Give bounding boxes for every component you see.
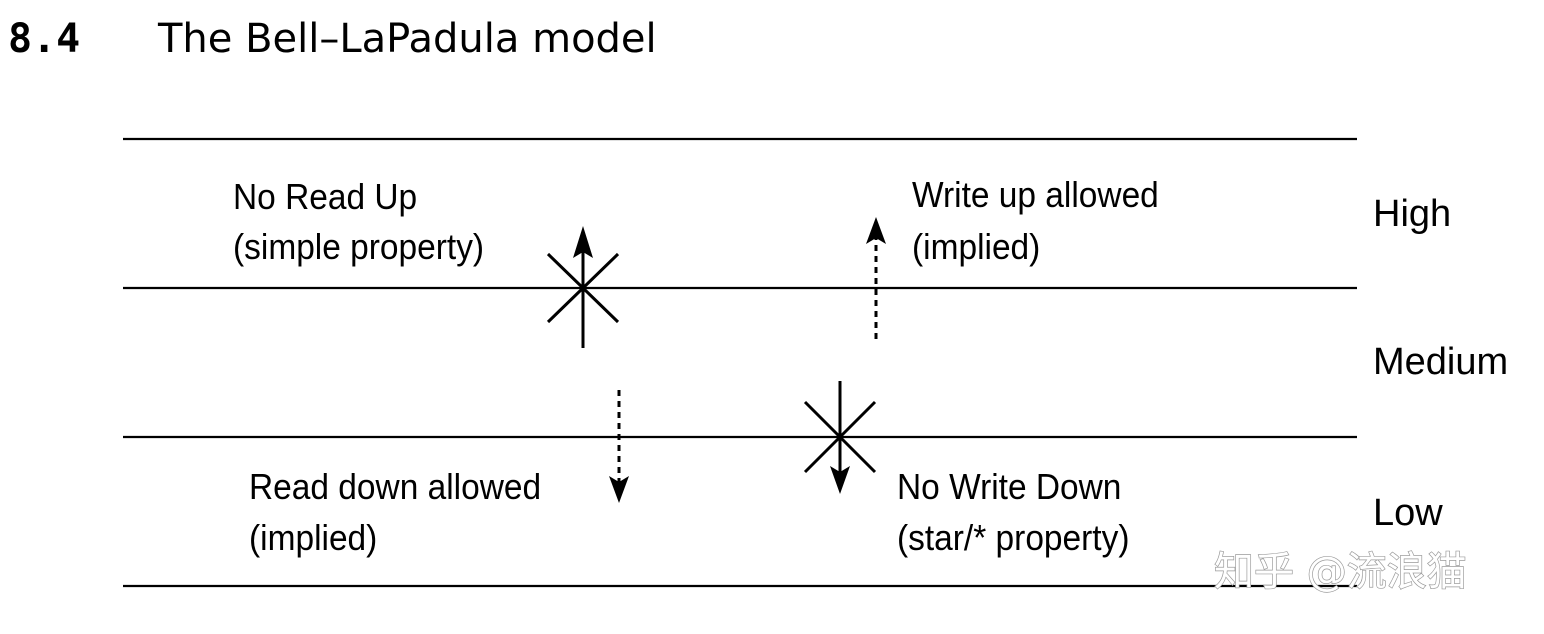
read-down-sublabel: (implied) — [249, 519, 377, 558]
read-down-label: Read down allowed — [249, 468, 541, 507]
section-number: 8.4 — [8, 16, 80, 62]
no-write-down-sublabel: (star/* property) — [897, 519, 1129, 558]
level-label-medium: Medium — [1373, 341, 1508, 383]
no-write-down-blocked-arrow — [803, 381, 877, 494]
no-read-up-sublabel: (simple property) — [233, 228, 484, 267]
read-down-allowed-arrow — [609, 390, 629, 503]
no-read-up-label: No Read Up — [233, 178, 417, 217]
level-label-high: High — [1373, 193, 1451, 235]
watermark-text: 知乎 @流浪猫 — [1214, 549, 1467, 595]
level-label-low: Low — [1373, 492, 1443, 534]
write-up-allowed-arrow — [866, 217, 886, 339]
write-up-sublabel: (implied) — [912, 228, 1040, 267]
no-read-up-blocked-arrow — [546, 226, 620, 348]
write-up-label: Write up allowed — [912, 176, 1159, 215]
no-write-down-label: No Write Down — [897, 468, 1121, 507]
section-title: The Bell–LaPadula model — [157, 16, 657, 62]
